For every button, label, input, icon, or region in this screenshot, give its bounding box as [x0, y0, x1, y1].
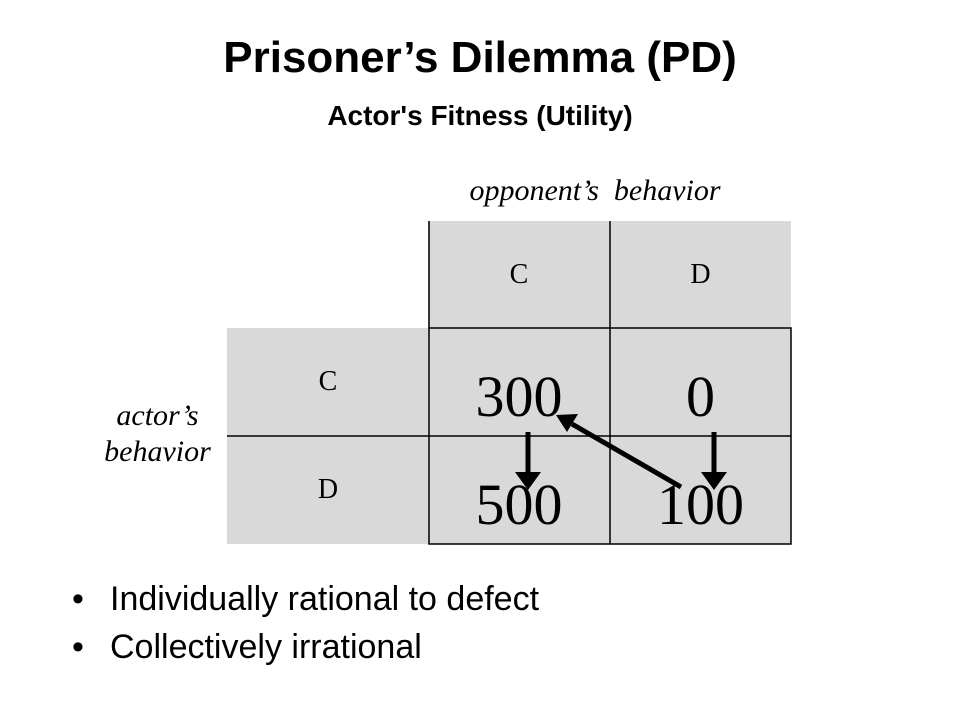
column-header-c: C — [428, 221, 610, 329]
bullet-dot: • — [72, 580, 84, 618]
row-header-c: C — [227, 328, 429, 436]
bullet-item: • Individually rational to defect — [72, 575, 539, 623]
column-header-d: D — [610, 221, 791, 329]
row-header-d: D — [227, 436, 429, 544]
bullet-text: Collectively irrational — [110, 628, 422, 666]
actor-label-line1: actor’s — [116, 399, 199, 432]
opponent-behavior-label: opponent’s behavior — [469, 174, 721, 207]
payoff-cell-cd: 0 — [610, 328, 791, 436]
slide-subtitle: Actor's Fitness (Utility) — [327, 100, 633, 131]
actor-behavior-label: actor’s behavior — [95, 398, 220, 470]
bullet-dot: • — [72, 628, 84, 666]
bullet-item: • Collectively irrational — [72, 623, 539, 671]
arrowhead-300-to-500 — [515, 472, 541, 490]
payoff-cell-dc: 500 — [428, 436, 610, 544]
bullet-list: • Individually rational to defect • Coll… — [72, 575, 539, 671]
arrowhead-100-to-300 — [556, 414, 578, 432]
bullet-text: Individually rational to defect — [110, 580, 540, 618]
arrow-100-to-300 — [570, 421, 683, 490]
actor-label-line2: behavior — [104, 435, 211, 468]
slide-title: Prisoner’s Dilemma (PD) — [223, 33, 737, 82]
payoff-cell-cc: 300 — [428, 328, 610, 436]
arrowhead-0-to-100 — [701, 472, 727, 490]
payoff-cell-dd: 100 — [610, 436, 791, 544]
